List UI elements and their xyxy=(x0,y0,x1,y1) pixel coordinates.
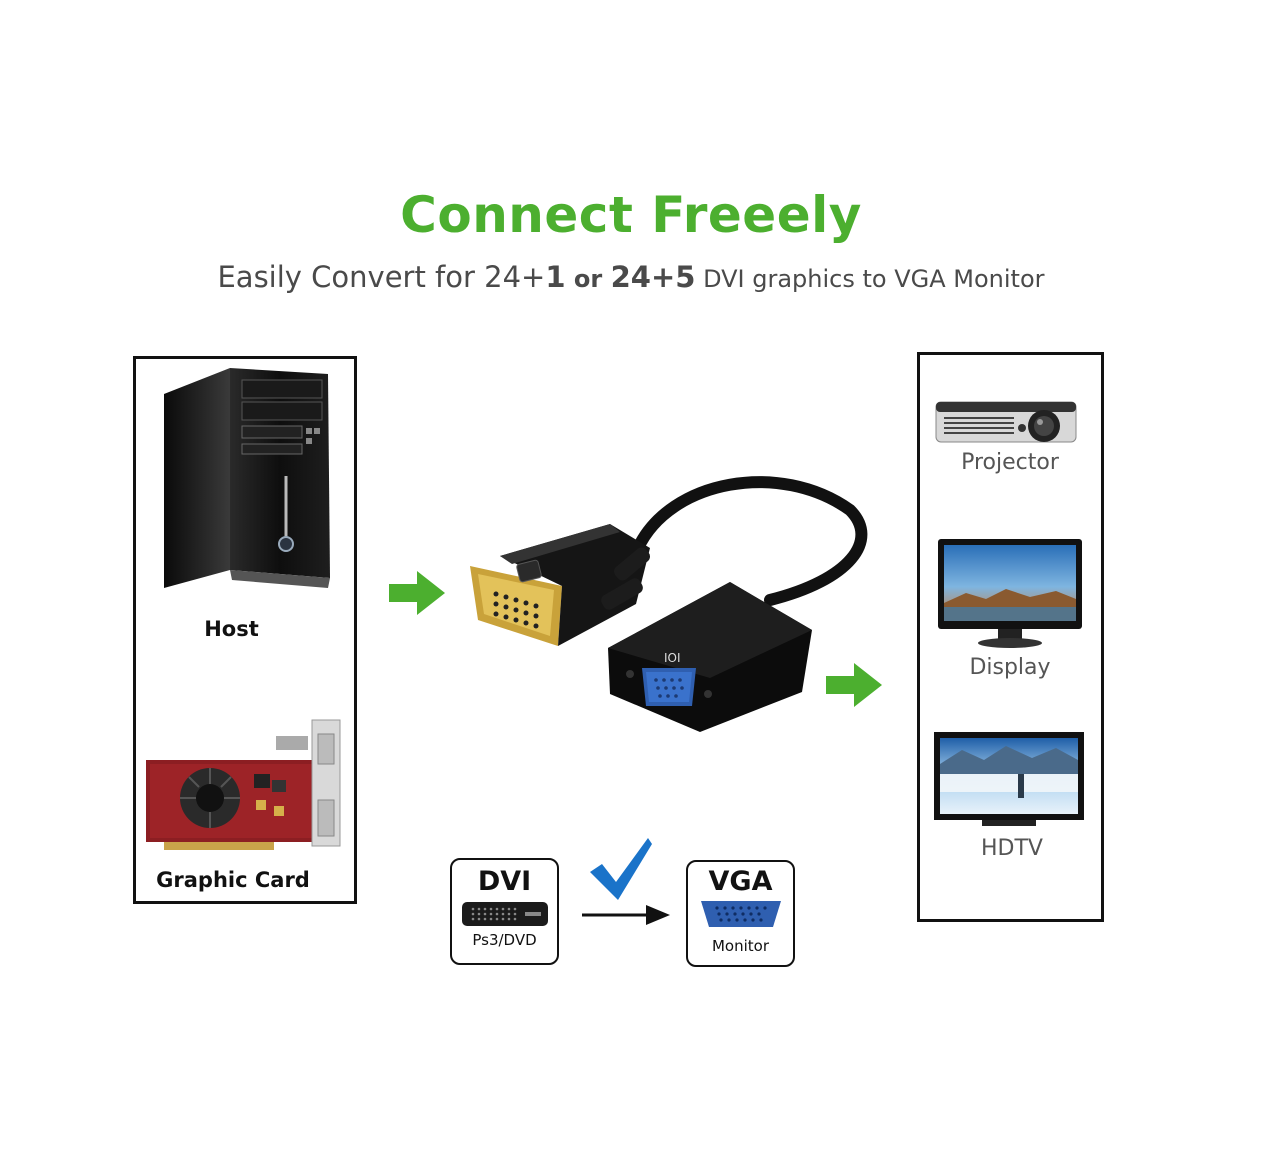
vga-badge-title: VGA xyxy=(708,866,773,897)
subtitle-bold-2: 24+5 xyxy=(610,260,696,294)
vga-port-icon xyxy=(700,901,781,927)
dvi-badge-title: DVI xyxy=(477,866,532,897)
page-title: Connect Freeely xyxy=(400,186,862,244)
green-arrow-right-icon-2 xyxy=(826,663,882,707)
vga-badge-subtitle: Monitor xyxy=(711,937,770,955)
dvi-badge: DVI Ps3/DVD xyxy=(450,858,559,965)
svg-text:IOI: IOI xyxy=(664,651,681,665)
subtitle-or: or xyxy=(565,265,611,293)
subtitle-suffix: DVI graphics to VGA Monitor xyxy=(695,265,1045,293)
display-icon xyxy=(938,539,1082,648)
host-label: Host xyxy=(204,617,259,641)
subtitle-bold-1: 1 xyxy=(545,260,566,294)
subtitle-prefix: Easily Convert for 24+ xyxy=(217,260,546,294)
checkmark-icon xyxy=(590,838,652,900)
dvi-to-vga-adapter-icon: IOI xyxy=(470,476,868,732)
green-arrow-right-icon xyxy=(389,571,445,615)
projector-icon xyxy=(935,401,1077,443)
device-label-display: Display xyxy=(969,655,1051,680)
vga-badge: VGA Monitor xyxy=(686,860,795,967)
graphic-card-label: Graphic Card xyxy=(156,868,310,892)
dvi-port-icon xyxy=(461,902,548,926)
graphic-card-icon xyxy=(146,719,341,850)
pc-tower-icon xyxy=(164,368,330,588)
device-label-hdtv: HDTV xyxy=(981,836,1043,861)
dvi-badge-subtitle: Ps3/DVD xyxy=(472,931,537,949)
device-label-projector: Projector xyxy=(961,450,1059,475)
hdtv-icon xyxy=(934,732,1084,826)
page-subtitle: Easily Convert for 24+1 or 24+5 DVI grap… xyxy=(0,260,1262,294)
conversion-arrow-icon xyxy=(582,905,670,925)
